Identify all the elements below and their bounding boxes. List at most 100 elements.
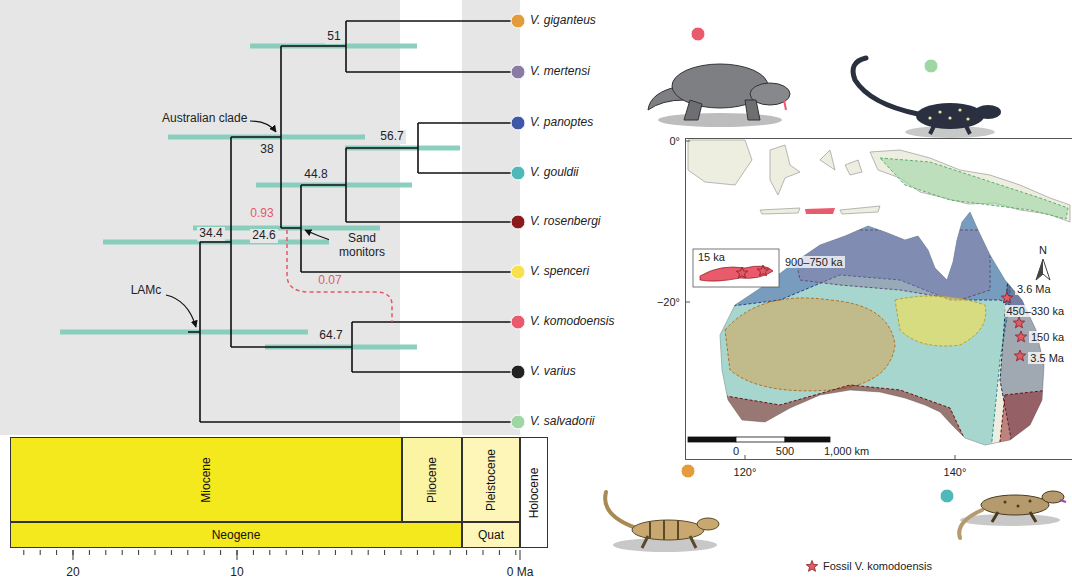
salvadorii-illustration-part-part [966, 117, 969, 120]
landmass-part [770, 145, 800, 195]
species-name: V. spenceri [530, 265, 589, 279]
axis-ticks [24, 550, 520, 560]
axis-ticks-part [237, 550, 238, 560]
axis-ticks-part [351, 550, 352, 555]
giganteus-illustration-part [632, 520, 704, 540]
landmass-part [820, 150, 835, 170]
axis-ticks-part [401, 550, 402, 555]
period-box: Miocene [10, 437, 402, 522]
gouldii-illustration-part [1060, 500, 1066, 502]
axis-ticks-part [417, 550, 418, 555]
axis-ticks-part [23, 550, 24, 555]
time-shading [0, 0, 520, 435]
legend-text: Fossil V. komodoensis [823, 560, 932, 572]
map-label: −20° [657, 296, 680, 309]
map-label: 500 [774, 445, 796, 458]
landmass-part [760, 208, 800, 214]
fossil-stars-part [1013, 317, 1024, 328]
gouldii-illustration-part [992, 512, 1036, 522]
inset-part [757, 265, 768, 276]
legend-symbol [805, 559, 819, 573]
axis-ticks-part [187, 550, 188, 555]
species-dots-part [511, 265, 525, 279]
salvadorii-illustration-part [928, 108, 969, 120]
map-part [685, 138, 1072, 460]
callout-arrows [166, 121, 330, 327]
gouldii-illustration-part [981, 495, 1049, 515]
species-dots-part [511, 166, 525, 180]
komodo-illustration-part [784, 100, 786, 110]
species-name: V. rosenbergi [530, 215, 600, 229]
north-arrow [1036, 259, 1050, 280]
axis-ticks-part [138, 550, 139, 555]
age-bars [60, 46, 460, 347]
landmass-part [870, 150, 1070, 222]
scale-bar-part [736, 437, 785, 442]
axis-ticks-part [171, 550, 172, 555]
map-label: 3.5 Ma [1028, 352, 1066, 365]
axis-label: 10 [230, 566, 243, 580]
map-label: 15 ka [698, 251, 725, 264]
node-label: Sand monitors [329, 232, 395, 260]
giganteus-illustration-part [642, 536, 696, 548]
axis-ticks-part [89, 550, 90, 555]
node-label: LAMc [129, 284, 164, 298]
illustration-dots-part [681, 464, 695, 478]
axis-ticks-part [269, 550, 270, 555]
axis-label: 20 [66, 566, 79, 580]
salvadorii-illustration-part [916, 103, 984, 129]
range-maps-part [725, 298, 895, 391]
salvadorii-illustration-part-part [948, 116, 951, 119]
period-box: Pleistocene [462, 437, 520, 522]
axis-ticks-part [204, 550, 205, 555]
node-label: 64.7 [317, 329, 344, 343]
species-name: V. giganteus [530, 14, 596, 28]
salvadorii-range [880, 158, 1068, 219]
period-name: Pleistocene [484, 448, 498, 510]
illustration-dots-part [691, 27, 705, 41]
species-dots-part [511, 415, 525, 429]
scale-bar-part [785, 437, 830, 442]
node-label: 34.4 [197, 227, 224, 241]
period-name: Pliocene [425, 456, 439, 502]
period-name: Miocene [199, 457, 213, 502]
axis-ticks-part [466, 550, 467, 555]
period-box: Quat [462, 522, 520, 548]
node-label: 0.93 [248, 207, 275, 221]
axis-ticks-part [384, 550, 385, 555]
axis-ticks-part [220, 550, 221, 555]
komodo-illustration-part [684, 100, 760, 120]
salvadorii-illustration-part [930, 124, 970, 134]
salvadorii-illustration-part-part [958, 108, 961, 111]
period-name: Neogene [212, 528, 261, 542]
scale-bar [688, 437, 830, 442]
landmass-part [688, 140, 752, 185]
map [685, 138, 1072, 460]
range-maps-part [700, 200, 1010, 460]
inset [693, 249, 779, 287]
axis-ticks-part [433, 550, 434, 555]
species-dots-part [511, 14, 525, 28]
axis-ticks-part [155, 550, 156, 555]
gouldii-illustration-part [960, 514, 1060, 526]
legend-entry: Fossil V. komodoensis [805, 559, 932, 573]
map-label: N [1037, 244, 1049, 257]
species-dots-part [511, 215, 525, 229]
illustration-dots [681, 27, 954, 503]
map-label: 140° [944, 466, 967, 479]
axis-ticks-part [515, 550, 516, 555]
species-dots-part [511, 315, 525, 329]
map-frame [686, 139, 1072, 460]
gouldii-illustration-part-part [1004, 501, 1007, 504]
period-name: Quat [478, 528, 504, 542]
range-maps-part [998, 390, 1050, 460]
tree-branches [188, 21, 512, 422]
landmass-part [840, 206, 880, 214]
giganteus-illustration [605, 492, 719, 552]
node-label: Australian clade [160, 112, 249, 126]
callout-arrows-part [305, 230, 330, 240]
map-label: 120° [734, 466, 757, 479]
range-maps [700, 200, 1060, 460]
species-name: V. mertensi [530, 65, 590, 79]
legend-star [806, 561, 817, 572]
